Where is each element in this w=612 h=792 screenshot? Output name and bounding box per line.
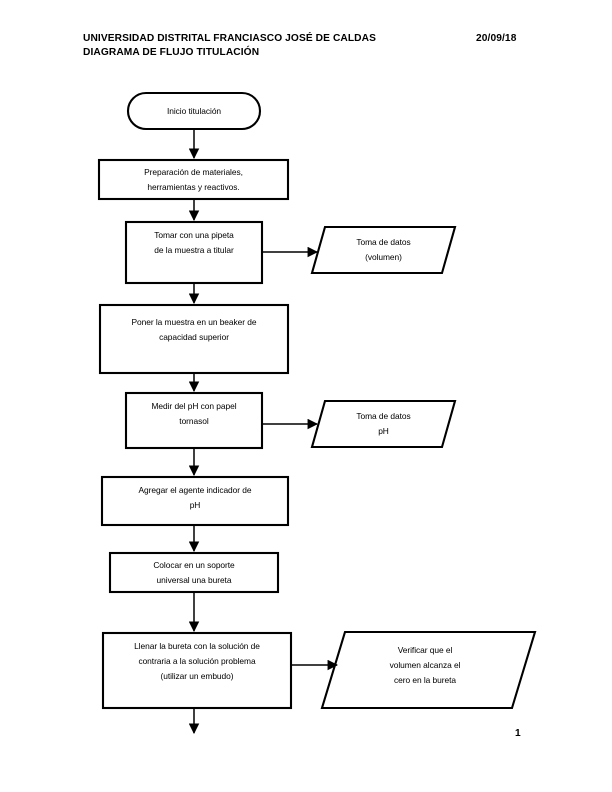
node-shape-poner-muestra — [98, 303, 290, 375]
node-shape-toma-datos-volumen — [310, 225, 457, 275]
node-shape-tomar-pipeta — [124, 220, 264, 285]
node-shape-llenar-bureta — [101, 631, 293, 710]
node-shape-agregar-indicador — [100, 475, 290, 527]
node-shape-verificar-volumen — [320, 630, 537, 710]
node-shape-preparacion — [97, 158, 290, 201]
header-date: 20/09/18 — [476, 33, 517, 44]
header-university-title: UNIVERSIDAD DISTRITAL FRANCIASCO JOSÉ DE… — [83, 33, 376, 44]
node-shape-colocar-soporte — [108, 551, 280, 594]
node-shape-toma-datos-ph — [310, 399, 457, 449]
page-number: 1 — [515, 728, 521, 739]
header-document-subtitle: DIAGRAMA DE FLUJO TITULACIÓN — [83, 47, 260, 58]
node-shape-medir-ph — [124, 391, 264, 450]
node-shape-inicio — [126, 91, 262, 131]
